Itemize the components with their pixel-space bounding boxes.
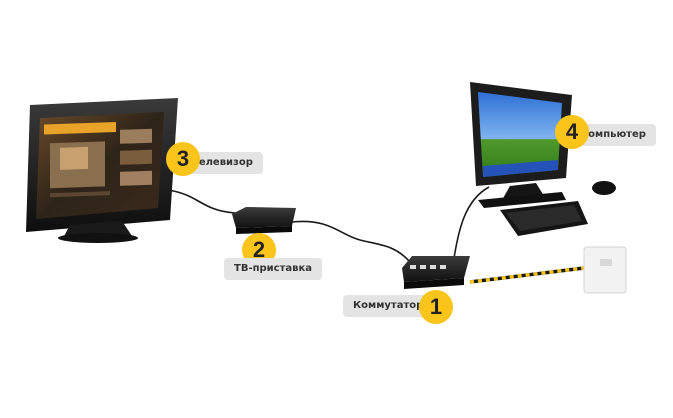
device-number-computer: 4 xyxy=(555,115,589,149)
device-number-switch: 1 xyxy=(419,290,453,324)
cable-computer-to-switch xyxy=(453,187,489,265)
cable-to-wall-socket xyxy=(470,268,584,282)
device-number-tv: 3 xyxy=(166,142,200,176)
tv-icon xyxy=(26,98,178,243)
set-top-box-icon xyxy=(232,207,296,234)
cable-tv-to-box xyxy=(168,190,235,213)
computer-icon xyxy=(470,82,616,236)
cables xyxy=(168,187,489,265)
wall-socket-icon xyxy=(584,247,626,293)
switch-icon xyxy=(402,256,470,289)
device-label-set-top-box: ТВ-приставка xyxy=(224,258,322,280)
cable-box-to-switch xyxy=(292,221,410,262)
